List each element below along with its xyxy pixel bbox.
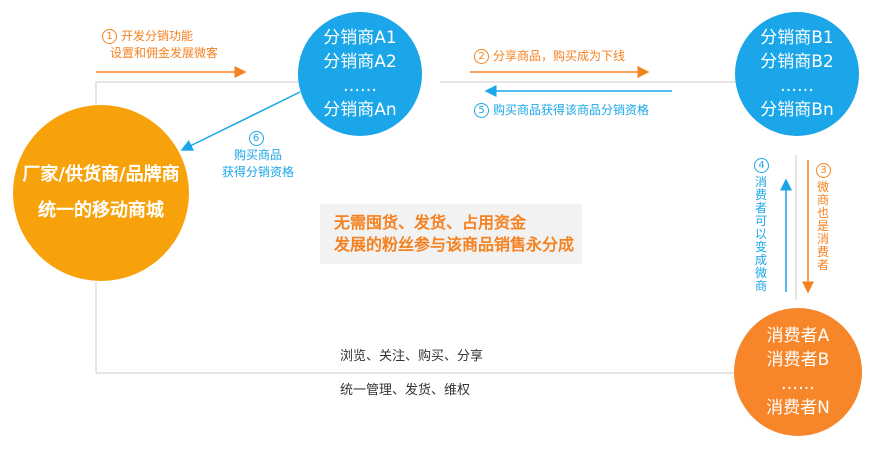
distributor-b-node: 分销商B1 分销商B2 …… 分销商Bn [735, 12, 859, 136]
step2-label: 2 分享商品，购买成为下线 [474, 48, 625, 65]
step6-text-1: 购买商品 [234, 148, 283, 162]
factory-node: 厂家/供货商/品牌商 统一的移动商城 [13, 105, 189, 281]
step6-number: 6 [248, 131, 264, 146]
distributor-b-line-4: 分销商Bn [760, 100, 834, 120]
step1-text-2: 设置和佣金发展微客 [110, 46, 219, 60]
consumer-line-3: …… [781, 374, 815, 394]
step2-number: 2 [474, 49, 489, 64]
highlight-line-1: 无需囤货、发货、占用资金 [334, 213, 527, 232]
step6-text-2: 获得分销资格 [222, 165, 295, 179]
step3-label: 3 微商也是消费者 [816, 163, 831, 272]
arrow-step6 [180, 91, 301, 151]
distributor-b-line-1: 分销商B1 [760, 28, 834, 48]
step3-number: 3 [816, 163, 831, 178]
step4-text: 消费者可以变成微商 [754, 175, 767, 293]
step2-text: 分享商品，购买成为下线 [493, 49, 626, 63]
step1-label: 1 开发分销功能 设置和佣金发展微客 [102, 28, 218, 62]
factory-label-2: 统一的移动商城 [38, 200, 164, 221]
distributor-b-line-2: 分销商B2 [760, 52, 834, 72]
highlight-line-2: 发展的粉丝参与该商品销售永分成 [334, 235, 575, 254]
distributor-a-line-3: …… [343, 76, 377, 96]
step4-label: 4 消费者可以变成微商 [754, 158, 769, 293]
consumer-line-2: 消费者B [766, 350, 830, 370]
consumer-line-4: 消费者N [766, 398, 830, 418]
step5-text: 购买商品获得该商品分销资格 [493, 103, 650, 117]
step3-text: 微商也是消费者 [816, 180, 829, 272]
step6-label: 6 购买商品 获得分销资格 [222, 130, 294, 181]
step5-number: 5 [474, 103, 489, 118]
bottom-caption-2: 统一管理、发货、维权 [340, 383, 471, 398]
consumer-node: 消费者A 消费者B …… 消费者N [734, 308, 862, 436]
consumer-line-1: 消费者A [766, 326, 830, 346]
step5-label: 5 购买商品获得该商品分销资格 [474, 102, 649, 119]
bottom-caption-1: 浏览、关注、购买、分享 [340, 349, 484, 364]
step1-number: 1 [102, 29, 117, 44]
distributor-a-line-4: 分销商An [323, 100, 397, 120]
step1-text-1: 开发分销功能 [121, 29, 194, 43]
distributor-a-node: 分销商A1 分销商A2 …… 分销商An [298, 12, 422, 136]
highlight-box: 无需囤货、发货、占用资金 发展的粉丝参与该商品销售永分成 [320, 204, 582, 264]
distributor-a-line-1: 分销商A1 [323, 28, 397, 48]
step4-number: 4 [754, 158, 769, 173]
factory-label-1: 厂家/供货商/品牌商 [22, 164, 180, 185]
distributor-a-line-2: 分销商A2 [323, 52, 397, 72]
distributor-b-line-3: …… [780, 76, 814, 96]
